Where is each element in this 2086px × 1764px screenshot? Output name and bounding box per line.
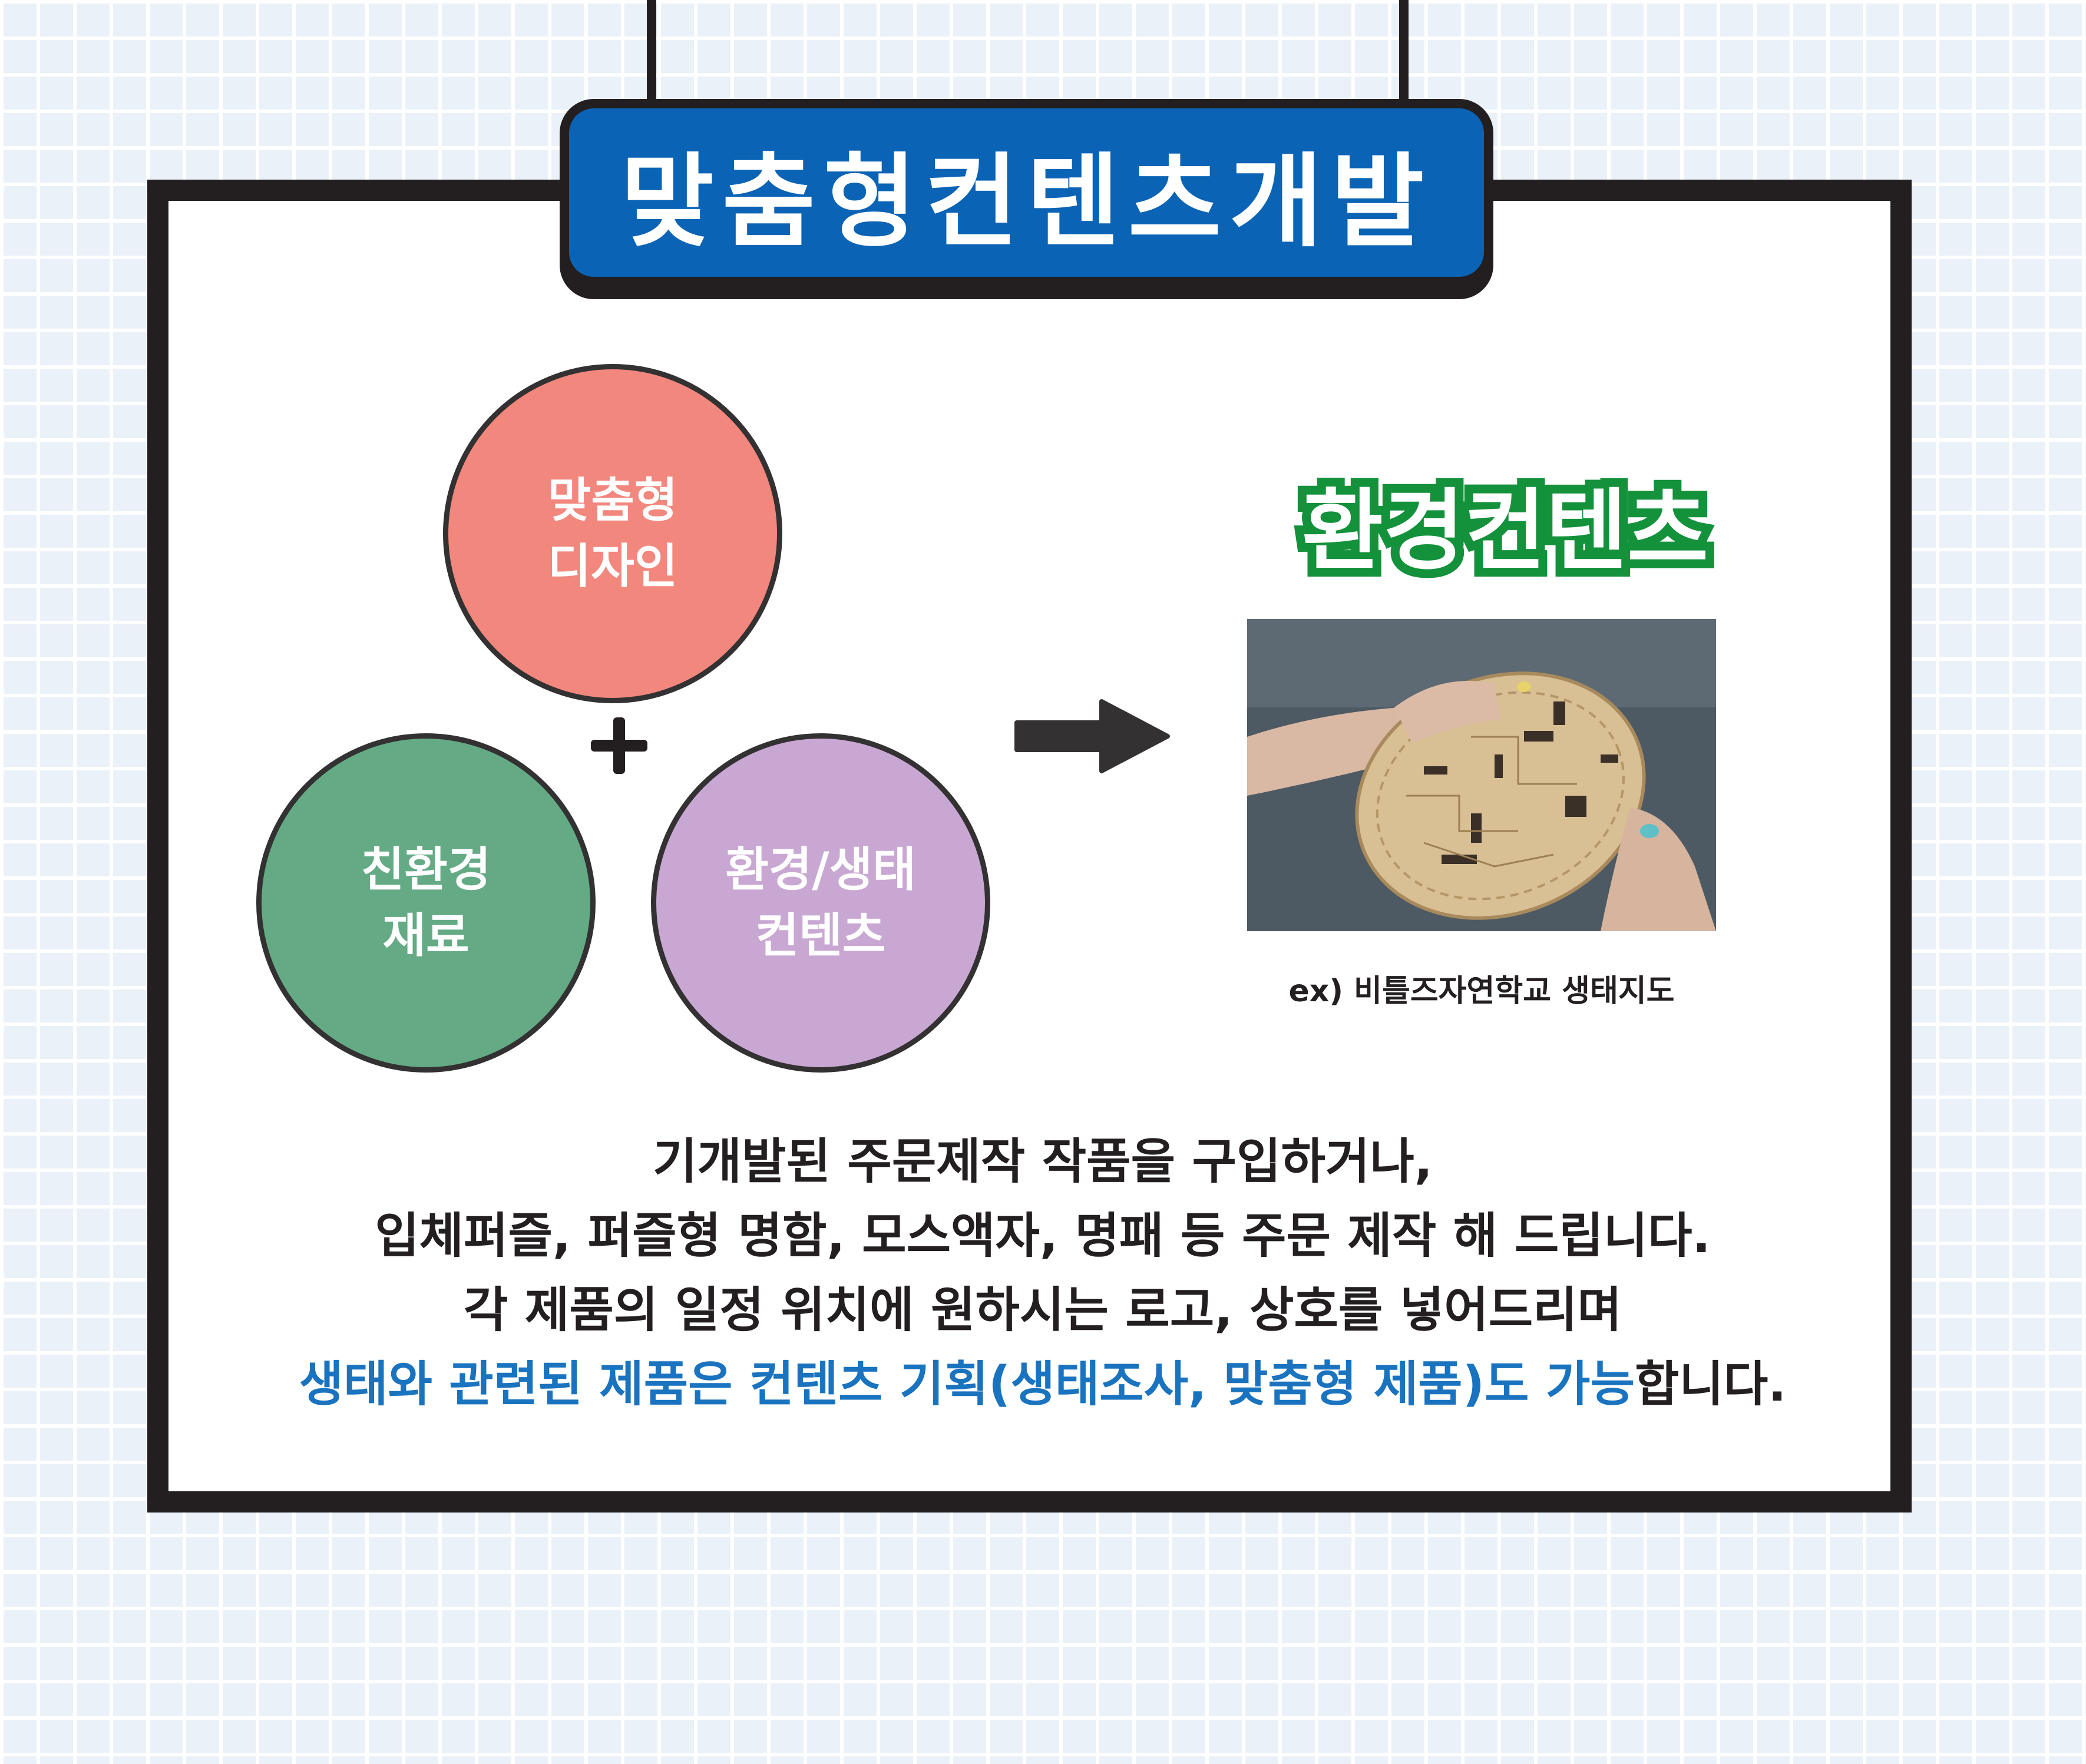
- circle-eco-content: 환경/생태 컨텐츠: [651, 733, 990, 1073]
- description-line: 각 제품의 일정 위치에 원하시는 로고, 상호를 넣어드리며: [463, 1282, 1622, 1338]
- title-banner: 맞춤형컨텐츠개발: [560, 99, 1493, 286]
- hanger-right: [1399, 0, 1409, 103]
- eco-map-photo: [1247, 619, 1716, 931]
- plus-icon: [591, 717, 647, 774]
- description: 기개발된 주문제작 작품을 구입하거나, 입체퍼즐, 퍼즐형 명함, 모스액자,…: [177, 1125, 1909, 1422]
- description-line: 생태와 관련된 제품은 컨텐츠 기획(생태조사, 맞춤형 제품)도 가능합니다.: [177, 1348, 1909, 1422]
- description-line: 기개발된 주문제작 작품을 구입하거나,: [653, 1134, 1433, 1190]
- circle-custom-design: 맞춤형 디자인: [443, 364, 782, 703]
- result-title: 환경컨텐츠: [1293, 471, 1717, 591]
- highlight-text: 생태와 관련된 제품은 컨텐츠 기획(생태조사, 맞춤형 제품)도 가능: [299, 1356, 1635, 1412]
- hanger-left: [647, 0, 656, 103]
- description-line: 입체퍼즐, 퍼즐형 명함, 모스액자, 명패 등 주문 제작 해 드립니다.: [375, 1208, 1711, 1264]
- circle-eco-material: 친환경 재료: [256, 733, 596, 1073]
- arrow-right-icon: [1014, 699, 1170, 773]
- description-tail: 합니다.: [1634, 1356, 1787, 1412]
- page-title: 맞춤형컨텐츠개발: [620, 143, 1433, 261]
- photo-caption: ex) 비틀즈자연학교 생태지도: [1288, 974, 1675, 1009]
